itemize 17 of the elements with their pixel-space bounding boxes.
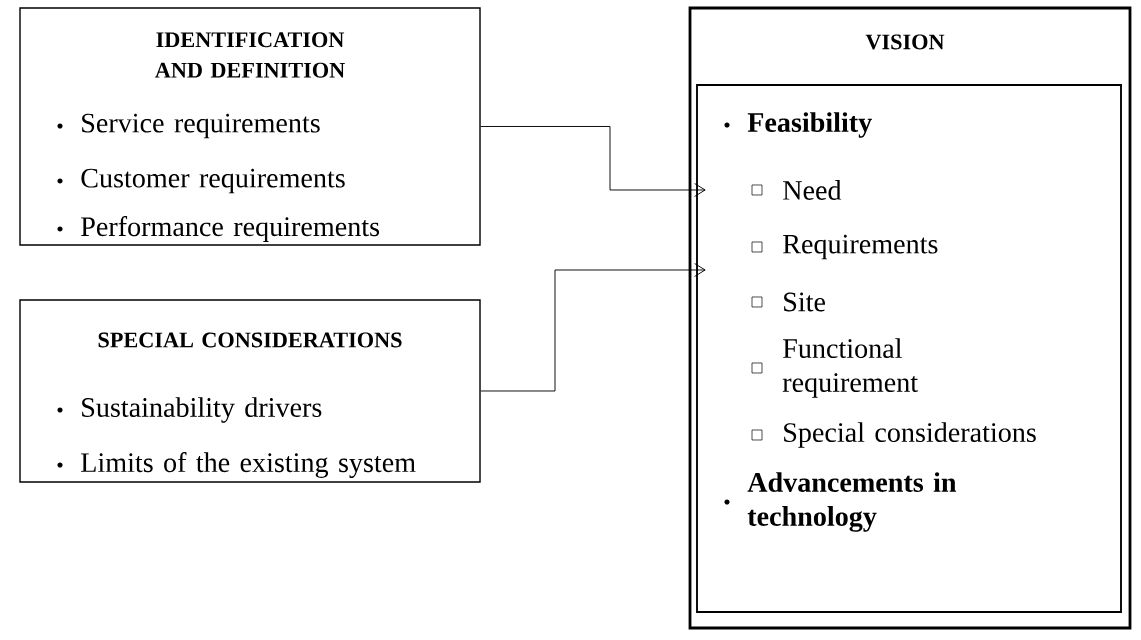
list-item: Functional requirement [782, 338, 918, 398]
heading: VISION [865, 34, 945, 50]
list-item: Performance requirements [81, 216, 380, 242]
arrow [480, 263, 706, 392]
list-item: Feasibility [747, 112, 872, 138]
list-item: Customer requirements [81, 168, 345, 194]
list-item: Need [783, 180, 842, 200]
list-item: Special considerations [784, 422, 1036, 448]
list-item: Requirements [783, 234, 938, 260]
list-item: Service requirements [82, 113, 320, 139]
arrow [480, 126, 706, 197]
list-item: Site [784, 292, 825, 312]
list-item: Advancements in technology [747, 472, 957, 532]
heading: IDENTIFICATION AND DEFINITION [155, 32, 345, 78]
heading: SPECIAL CONSIDERATIONS [98, 332, 402, 348]
list-item: Sustainability drivers [82, 397, 322, 423]
list-item: Limits of the existing system [81, 452, 416, 478]
